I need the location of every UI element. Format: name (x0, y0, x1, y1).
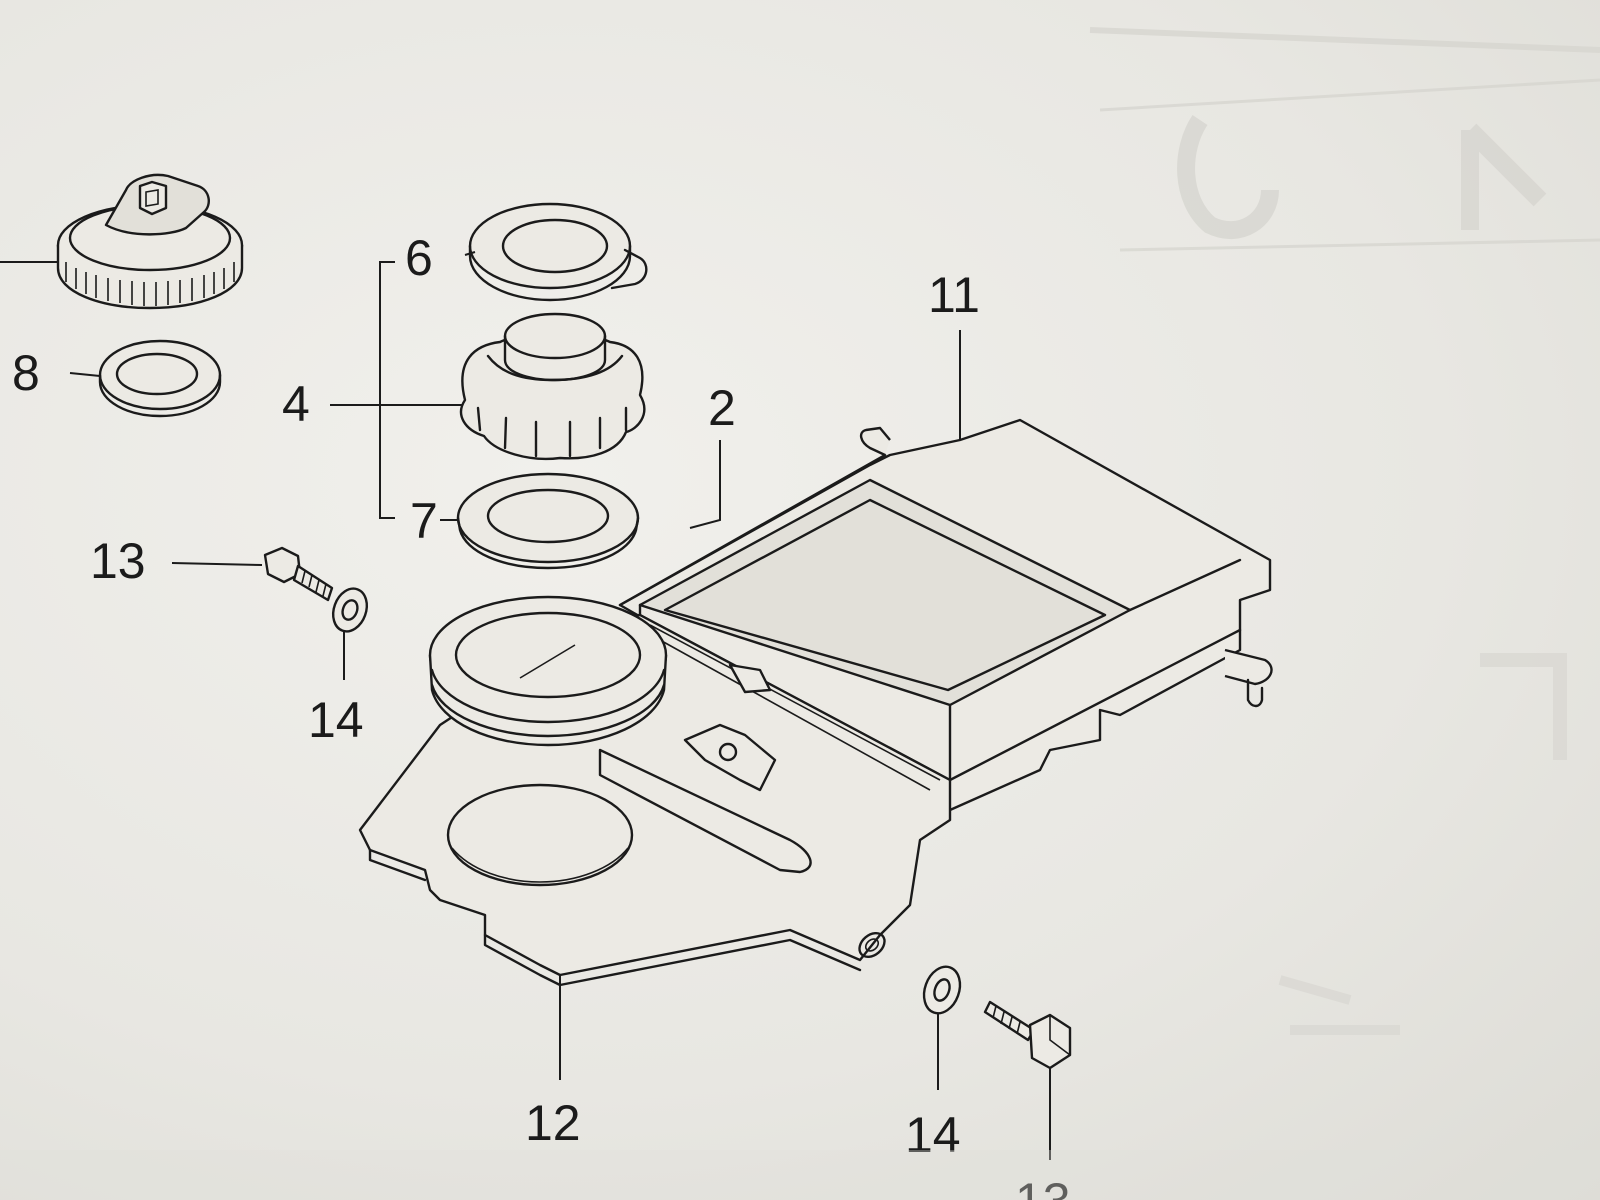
leader-2 (689, 440, 721, 529)
part-13-bolt-right (983, 1000, 1072, 1160)
label-12: 12 (525, 1095, 581, 1151)
part-6-lock-ring (464, 202, 648, 302)
group-bracket (379, 261, 395, 519)
part-14-washer-right (922, 965, 962, 1090)
part-11-cover-plate (618, 330, 1273, 812)
label-13-right: 13 (1015, 1173, 1071, 1200)
label-2: 2 (708, 380, 736, 436)
label-6: 6 (405, 230, 433, 286)
part-8-washer (69, 339, 222, 418)
label-13-left: 13 (90, 533, 146, 589)
label-14-right: 14 (905, 1107, 961, 1163)
fuel-cap-assembly (0, 173, 244, 310)
part-7-gasket (440, 472, 640, 570)
label-7: 7 (410, 493, 438, 549)
part-4-filler-cap (330, 312, 646, 460)
part-14-washer-left (331, 587, 369, 680)
label-4: 4 (282, 376, 310, 432)
part-13-bolt-left (171, 546, 334, 602)
label-11: 11 (928, 267, 980, 323)
page-edge-shade (0, 1150, 1600, 1200)
label-8: 8 (12, 345, 40, 401)
show-through-marks (1089, 27, 1600, 1035)
part-12-base-plate (358, 595, 952, 1080)
label-14-left: 14 (308, 692, 364, 748)
knurl-ticks (65, 262, 235, 306)
